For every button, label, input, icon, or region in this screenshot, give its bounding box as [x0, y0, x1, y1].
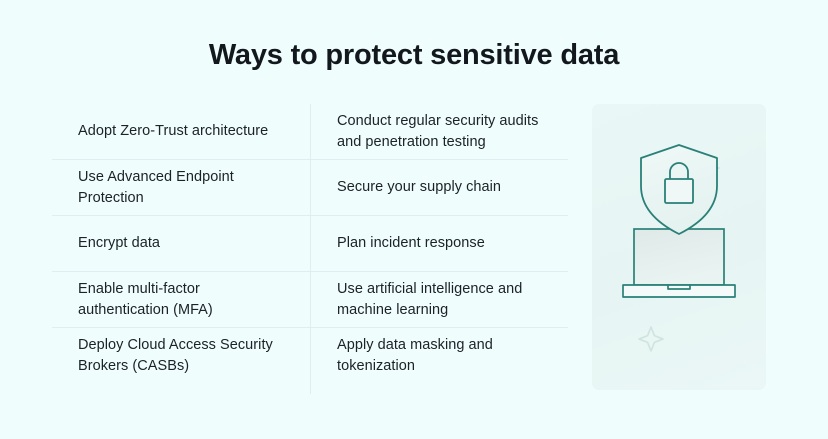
tips-table: Adopt Zero-Trust architecture Use Advanc… — [52, 104, 568, 394]
laptop-base — [622, 284, 736, 298]
list-item[interactable]: Conduct regular security audits and pene… — [311, 104, 568, 160]
list-item-label: Enable multi-factor authentication (MFA) — [78, 280, 213, 318]
list-item[interactable]: Deploy Cloud Access Security Brokers (CA… — [52, 328, 310, 384]
padlock-icon — [664, 178, 694, 204]
list-item[interactable]: Enable multi-factor authentication (MFA) — [52, 272, 310, 328]
list-item[interactable]: Use Advanced Endpoint Protection — [52, 160, 310, 216]
padlock-shackle-icon — [669, 162, 689, 180]
tips-column-left: Adopt Zero-Trust architecture Use Advanc… — [52, 104, 310, 394]
list-item[interactable]: Plan incident response — [311, 216, 568, 272]
list-item[interactable]: Encrypt data — [52, 216, 310, 272]
list-item[interactable]: Use artificial intelligence and machine … — [311, 272, 568, 328]
list-item-label: Apply data masking and tokenization — [337, 337, 493, 374]
sparkle-icon — [638, 326, 664, 352]
list-item[interactable]: Secure your supply chain — [311, 160, 568, 216]
list-item-label: Encrypt data — [78, 235, 161, 251]
list-item-label: Deploy Cloud Access Security Brokers (CA… — [78, 337, 273, 374]
laptop-screen — [633, 228, 725, 286]
list-item-label: Use Advanced Endpoint Protection — [78, 168, 234, 206]
list-item-label: Plan incident response — [337, 235, 485, 251]
laptop-notch — [667, 285, 691, 290]
list-item-label: Conduct regular security audits and pene… — [337, 112, 539, 150]
list-item[interactable]: Adopt Zero-Trust architecture — [52, 104, 310, 160]
laptop-shield-lock-illustration — [622, 144, 736, 352]
list-item-label: Secure your supply chain — [337, 179, 502, 195]
list-item[interactable]: Apply data masking and tokenization — [311, 328, 568, 384]
list-item-label: Adopt Zero-Trust architecture — [78, 123, 269, 139]
illustration-panel — [592, 104, 766, 390]
tips-column-right: Conduct regular security audits and pene… — [310, 104, 568, 394]
content-area: Adopt Zero-Trust architecture Use Advanc… — [52, 104, 766, 394]
page-title: Ways to protect sensitive data — [208, 39, 620, 71]
list-item-label: Use artificial intelligence and machine … — [337, 280, 523, 318]
